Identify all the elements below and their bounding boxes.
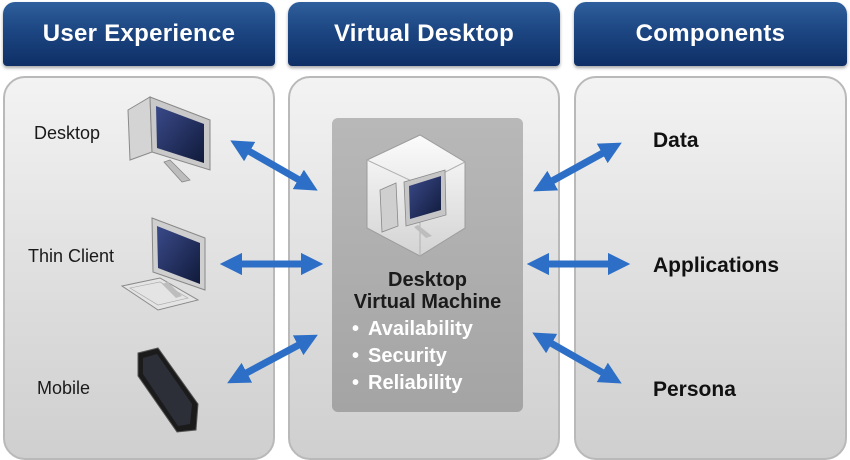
vm-feature-security: •Security (352, 345, 447, 367)
thin-client-icon (120, 217, 206, 311)
device-label-thin-client: Thin Client (28, 246, 115, 266)
component-label-persona: Persona (653, 378, 736, 401)
component-label-data: Data (653, 129, 699, 152)
arrow-desktop-vm (230, 140, 318, 191)
header-user-experience: User Experience (3, 2, 275, 66)
vm-title-line2: Virtual Machine (353, 291, 502, 313)
device-label-mobile: Mobile (37, 378, 91, 398)
connection-arrows (219, 140, 631, 384)
arrow-vm-persona (532, 332, 622, 384)
device-label-desktop: Desktop (34, 123, 101, 143)
header-components: Components (574, 2, 847, 66)
arrow-vm-data (533, 142, 622, 192)
tablet-icon (137, 347, 199, 433)
virtual-machine-cube-icon (366, 134, 466, 257)
desktop-computer-icon (127, 96, 211, 183)
vm-feature-reliability: •Reliability (352, 372, 463, 394)
vm-title-line1: Desktop (388, 269, 467, 291)
header-virtual-desktop: Virtual Desktop (288, 2, 560, 66)
component-label-applications: Applications (653, 254, 780, 277)
arrow-mobile-vm (227, 334, 318, 384)
vm-feature-availability: •Availability (352, 318, 473, 340)
